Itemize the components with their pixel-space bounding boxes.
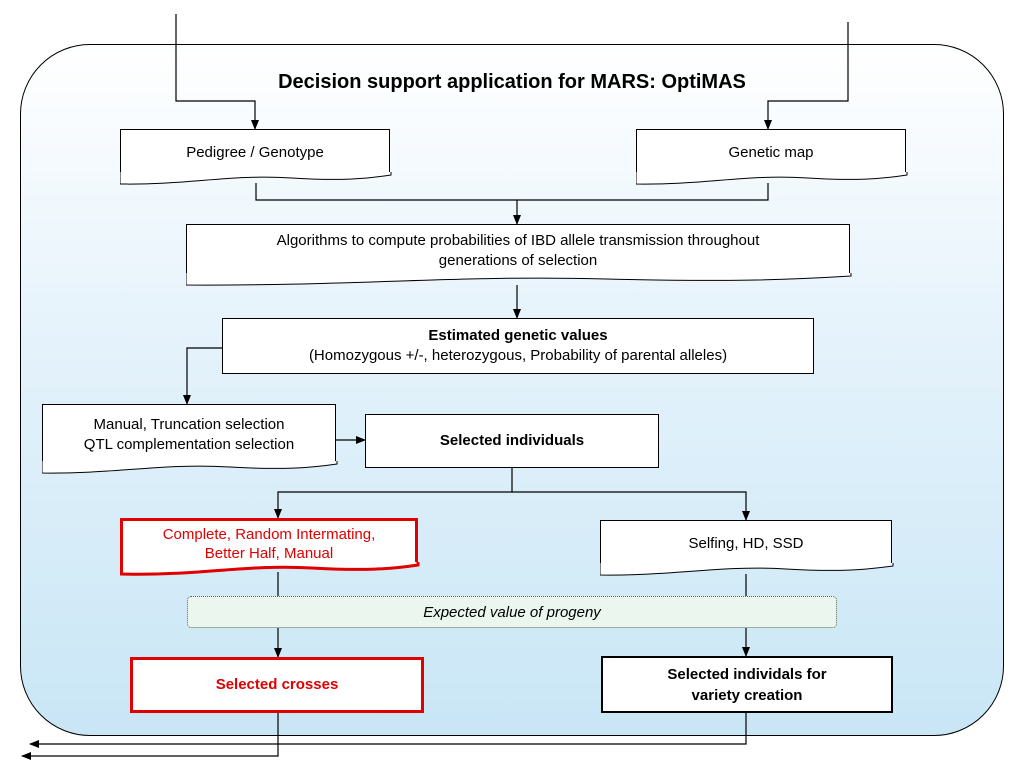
- document-wave-edge: [600, 563, 894, 576]
- diagram-title: Decision support application for MARS: O…: [278, 71, 746, 93]
- connector-estimated-selection: [183, 347, 222, 405]
- selection-methods-line-1: Manual, Truncation selection: [93, 415, 285, 433]
- algorithms-line-2: generations of selection: [438, 251, 598, 269]
- pedigree-genotype-label: Pedigree / Genotype: [186, 143, 324, 161]
- algorithms-line-1: Algorithms to compute probabilities of I…: [276, 231, 760, 249]
- selected-individuals-box: Selected individuals: [365, 414, 659, 468]
- crossing-methods-line-1: Complete, Random Intermating,: [162, 525, 376, 543]
- crossing-methods-box: Complete, Random Intermating, Better Hal…: [120, 518, 420, 576]
- variety-creation-box: Selected individals for variety creation: [601, 656, 893, 713]
- estimated-genetic-values-box: Estimated genetic values (Homozygous +/-…: [222, 318, 814, 374]
- connector-map-algorithms: [517, 183, 769, 201]
- genetic-map-label: Genetic map: [728, 143, 814, 161]
- algorithms-box: Algorithms to compute probabilities of I…: [186, 224, 852, 286]
- selection-methods-line-2: QTL complementation selection: [83, 435, 295, 453]
- connector-output-crosses: [21, 713, 279, 760]
- genetic-map-box: Genetic map: [636, 129, 908, 185]
- estimated-genetic-values-detail: (Homozygous +/-, heterozygous, Probabili…: [308, 347, 728, 364]
- selection-methods-box: Manual, Truncation selection QTL complem…: [42, 404, 338, 474]
- connector-input-pedigree: [175, 14, 259, 130]
- expected-value-box: Expected value of progeny: [187, 596, 837, 628]
- document-wave-edge: [120, 172, 392, 185]
- crossing-methods-line-2: Better Half, Manual: [204, 544, 334, 562]
- expected-value-label: Expected value of progeny: [423, 603, 601, 621]
- connector-split-selfing: [512, 491, 750, 521]
- selected-individuals-label: Selected individuals: [439, 432, 585, 449]
- variety-creation-line-2: variety creation: [691, 686, 803, 704]
- connector-input-map: [764, 22, 849, 130]
- selected-crosses-box: Selected crosses: [130, 657, 424, 713]
- variety-creation-line-1: Selected individals for: [667, 665, 827, 683]
- connector-output-variety: [29, 713, 747, 748]
- document-wave-edge: [186, 273, 852, 286]
- document-wave-edge: [636, 172, 908, 185]
- document-wave-edge: [120, 562, 420, 576]
- pedigree-genotype-box: Pedigree / Genotype: [120, 129, 392, 185]
- estimated-genetic-values-title: Estimated genetic values: [428, 327, 608, 344]
- connector-pedigree-algorithms: [255, 183, 521, 225]
- selfing-methods-box: Selfing, HD, SSD: [600, 520, 894, 576]
- selected-crosses-label: Selected crosses: [215, 676, 339, 693]
- connector-individuals-split: [274, 468, 513, 519]
- document-wave-edge: [42, 461, 338, 474]
- selfing-methods-label: Selfing, HD, SSD: [688, 534, 804, 552]
